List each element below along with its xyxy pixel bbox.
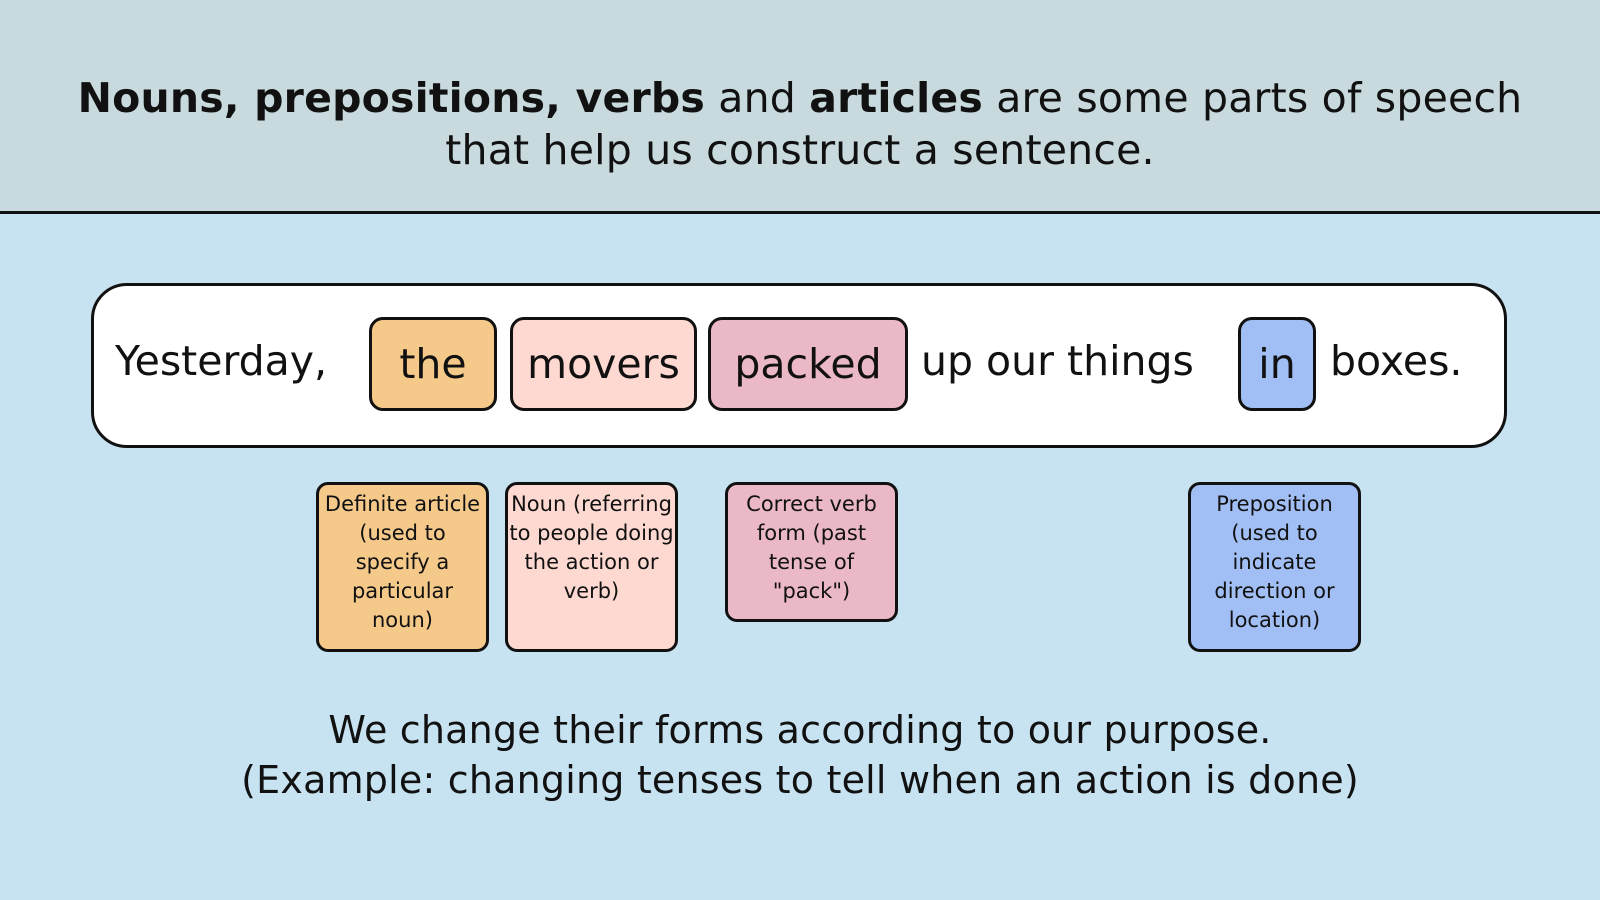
chip-noun-movers: movers [510, 317, 697, 411]
word-boxes: boxes. [1330, 337, 1463, 385]
footer-line-2: (Example: changing tenses to tell when a… [241, 758, 1359, 802]
header-plain-2: are some parts of speech [982, 74, 1523, 122]
card-noun-text: Noun (referring to people doing the acti… [509, 492, 674, 603]
card-verb-text: Correct verb form (past tense of "pack") [746, 492, 877, 603]
card-definite-article: Definite article (used to specify a part… [316, 482, 489, 652]
word-up-our-things: up our things [921, 337, 1194, 385]
card-definite-article-text: Definite article (used to specify a part… [324, 492, 481, 632]
header-plain-1: and [705, 74, 810, 122]
chip-preposition-in: in [1238, 317, 1316, 411]
card-preposition: Preposition (used to indicate direction … [1188, 482, 1361, 652]
card-preposition-text: Preposition (used to indicate direction … [1214, 492, 1335, 632]
header-text: Nouns, prepositions, verbs and articles … [0, 72, 1600, 176]
header-bold-1: Nouns, prepositions, verbs [77, 74, 706, 122]
word-yesterday: Yesterday, [115, 337, 328, 385]
header-banner: Nouns, prepositions, verbs and articles … [0, 0, 1600, 214]
card-verb: Correct verb form (past tense of "pack") [725, 482, 898, 622]
chip-verb-packed: packed [708, 317, 908, 411]
header-line-1: Nouns, prepositions, verbs and articles … [0, 72, 1600, 124]
footer-line-1: We change their forms according to our p… [328, 708, 1272, 752]
header-line-2: that help us construct a sentence. [445, 126, 1155, 174]
chip-article-the: the [369, 317, 497, 411]
header-bold-2: articles [809, 74, 983, 122]
card-noun: Noun (referring to people doing the acti… [505, 482, 678, 652]
